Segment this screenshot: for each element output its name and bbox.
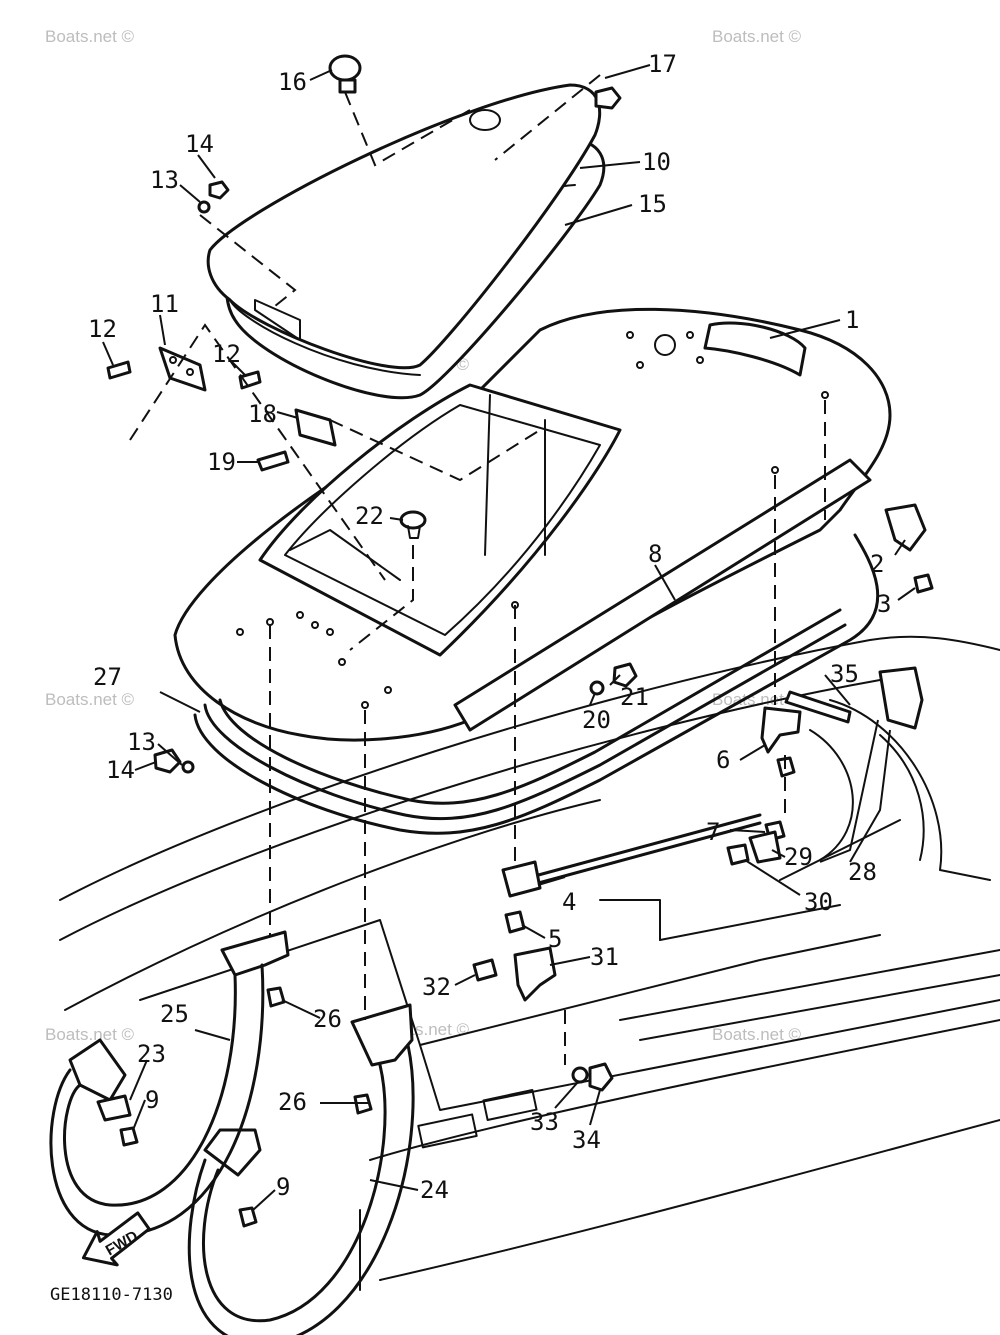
- callout-6: 6: [716, 746, 730, 774]
- callout-22: 22: [355, 502, 384, 530]
- callout-9b: 9: [276, 1173, 290, 1201]
- callout-14b: 14: [106, 756, 135, 784]
- callout-17: 17: [648, 50, 677, 78]
- storage-lid: [206, 83, 606, 400]
- leader-lines: [102, 64, 916, 1211]
- callout-24: 24: [420, 1176, 449, 1204]
- forward-arrow: FWD: [81, 1211, 151, 1267]
- callout-20: 20: [582, 706, 611, 734]
- assembly-lines: [129, 74, 826, 1065]
- callout-30: 30: [804, 888, 833, 916]
- watermark: Boats.net ©: [45, 1025, 135, 1044]
- hatch-cover: [173, 307, 892, 742]
- callout-13a: 13: [150, 166, 179, 194]
- callouts: 1 2 3 4 5 6 7 8 9 9 10 11 12 12 13 13 14…: [88, 50, 891, 1204]
- callout-33: 33: [530, 1108, 559, 1136]
- callout-14a: 14: [185, 130, 214, 158]
- watermark: Boats.net ©: [712, 1025, 802, 1044]
- seal-strip: [193, 458, 880, 835]
- callout-16: 16: [278, 68, 307, 96]
- callout-4: 4: [562, 888, 576, 916]
- watermark: Boats.net ©: [45, 690, 135, 709]
- callout-9a: 9: [145, 1086, 159, 1114]
- callout-27: 27: [93, 663, 122, 691]
- watermark: Boats.net ©: [45, 27, 135, 46]
- callout-21: 21: [620, 683, 649, 711]
- callout-2: 2: [870, 550, 884, 578]
- hull-outline: [59, 635, 1000, 1291]
- callout-12a: 12: [88, 315, 117, 343]
- watermark: Boats.net ©: [712, 27, 802, 46]
- callout-18: 18: [248, 400, 277, 428]
- callout-19: 19: [207, 448, 236, 476]
- callout-12b: 12: [212, 340, 241, 368]
- callout-8: 8: [648, 540, 662, 568]
- callout-15: 15: [638, 190, 667, 218]
- callout-11: 11: [150, 290, 179, 318]
- diagram-code: GE18110-7130: [50, 1285, 173, 1305]
- callout-31: 31: [590, 943, 619, 971]
- callout-26a: 26: [313, 1005, 342, 1033]
- callout-5: 5: [548, 925, 562, 953]
- callout-1: 1: [845, 306, 859, 334]
- callout-13b: 13: [127, 728, 156, 756]
- callout-32: 32: [422, 973, 451, 1001]
- callout-3: 3: [877, 590, 891, 618]
- small-parts: [106, 54, 934, 1092]
- callout-29: 29: [784, 843, 813, 871]
- callout-7: 7: [706, 818, 720, 846]
- callout-26b: 26: [278, 1088, 307, 1116]
- callout-28: 28: [848, 858, 877, 886]
- callout-23: 23: [137, 1040, 166, 1068]
- callout-10: 10: [642, 148, 671, 176]
- callout-25: 25: [160, 1000, 189, 1028]
- callout-35: 35: [830, 660, 859, 688]
- callout-34: 34: [572, 1126, 601, 1154]
- grab-handles: [49, 930, 415, 1335]
